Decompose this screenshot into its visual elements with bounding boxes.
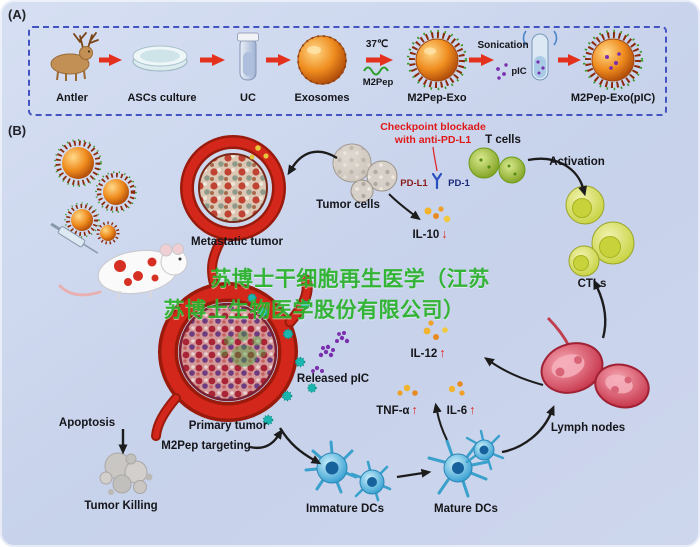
syringe-icon [50, 222, 99, 254]
label-ctls: CTLs [577, 278, 607, 290]
label-immature-dcs: Immature DCs [306, 503, 384, 515]
tumor-killing-graphic [99, 452, 153, 495]
label-tnf-alpha: TNF-α↑ [376, 403, 418, 418]
mature-dcs-graphic [427, 429, 505, 498]
label-metastatic-tumor: Metastatic tumor [190, 236, 284, 248]
label-mature-dcs: Mature DCs [434, 503, 498, 515]
label-il12: IL-12↑ [410, 346, 445, 361]
injected-vesicles-icon [54, 139, 137, 245]
immature-dcs-graphic [304, 440, 392, 502]
il12-name: IL-12 [410, 348, 438, 360]
m2pep-exo-pic-icon [582, 29, 644, 91]
label-antler: Antler [56, 92, 88, 104]
tumor-cells-graphic [332, 143, 398, 203]
m2pep-exo-icon [406, 29, 468, 91]
label-pd-1: PD-1 [448, 178, 470, 189]
primary-tumor-graphic [151, 274, 313, 441]
label-primary-tumor: Primary tumor [188, 420, 268, 432]
il6-direction-arrow: ↑ [469, 403, 476, 417]
flow-arrows [118, 150, 607, 479]
il10-direction-arrow: ↓ [441, 227, 448, 241]
label-tumor-killing: Tumor Killing [84, 500, 158, 512]
lymph-nodes-graphic [540, 316, 650, 409]
label-m2pep-exo-pic: M2Pep-Exo(pIC) [570, 92, 656, 104]
checkpoint-line1: Checkpoint blockade [380, 121, 486, 133]
label-activation: Activation [549, 156, 605, 168]
antler-deer-icon [50, 32, 99, 81]
label-sonication: Sonication [477, 40, 529, 51]
label-released-pic: Released pIC [296, 373, 370, 385]
watermark-line2: 苏博士生物医学股份有限公司） [163, 299, 465, 322]
ctls-graphic [565, 185, 635, 277]
checkpoint-leader-line [432, 146, 438, 172]
antibody-icon [431, 172, 443, 190]
label-m2pep-targeting: M2Pep targeting [161, 440, 251, 452]
tnfa-name: TNF-α [376, 405, 410, 417]
label-temperature: 37℃ [365, 39, 389, 50]
label-t-cells: T cells [485, 134, 521, 146]
pic-dots-icon [496, 63, 508, 80]
label-pic-annotation: pIC [511, 66, 527, 77]
il6-name: IL-6 [446, 405, 468, 417]
label-pd-l1: PD-L1 [400, 178, 428, 189]
il10-name: IL-10 [412, 229, 440, 241]
label-il6: IL-6↑ [447, 403, 476, 418]
panel-b-label: (B) [8, 123, 27, 138]
label-uc: UC [240, 92, 256, 104]
watermark-line1: 苏博士干细胞再生医学（江苏 [210, 268, 490, 291]
panel-a-box [28, 26, 667, 116]
label-checkpoint-blockade: Checkpoint blockade with anti-PD-L1 [380, 121, 486, 147]
t-cells-graphic [468, 147, 526, 184]
targeting-vesicle-dots-icon [247, 293, 317, 426]
checkpoint-line2: with anti-PD-L1 [394, 134, 472, 147]
label-ascs-culture: ASCs culture [127, 92, 197, 104]
il12-direction-arrow: ↑ [439, 346, 446, 360]
tnfa-direction-arrow: ↑ [411, 403, 418, 417]
mouse-icon [58, 243, 188, 300]
label-apoptosis: Apoptosis [58, 417, 116, 429]
label-exosomes: Exosomes [294, 92, 350, 104]
released-pic-dots-icon [311, 331, 350, 373]
petri-dish-icon [132, 45, 188, 72]
label-m2pep-annotation: M2Pep [362, 77, 394, 88]
metastatic-tumor-graphic [180, 135, 286, 289]
m2pep-squiggle-icon [363, 66, 389, 76]
label-tumor-cells: Tumor cells [316, 199, 380, 211]
watermark-paw-icon [220, 330, 266, 367]
label-lymph-nodes: Lymph nodes [550, 422, 626, 434]
cytokine-dots-icon [397, 206, 465, 396]
sonication-tube-icon [522, 30, 558, 81]
label-m2pep-exo: M2Pep-Exo [407, 92, 467, 104]
uc-tube-icon [237, 32, 259, 81]
exosome-icon [297, 35, 347, 85]
label-il10: IL-10↓ [412, 227, 447, 242]
panel-a-label: (A) [8, 7, 27, 22]
